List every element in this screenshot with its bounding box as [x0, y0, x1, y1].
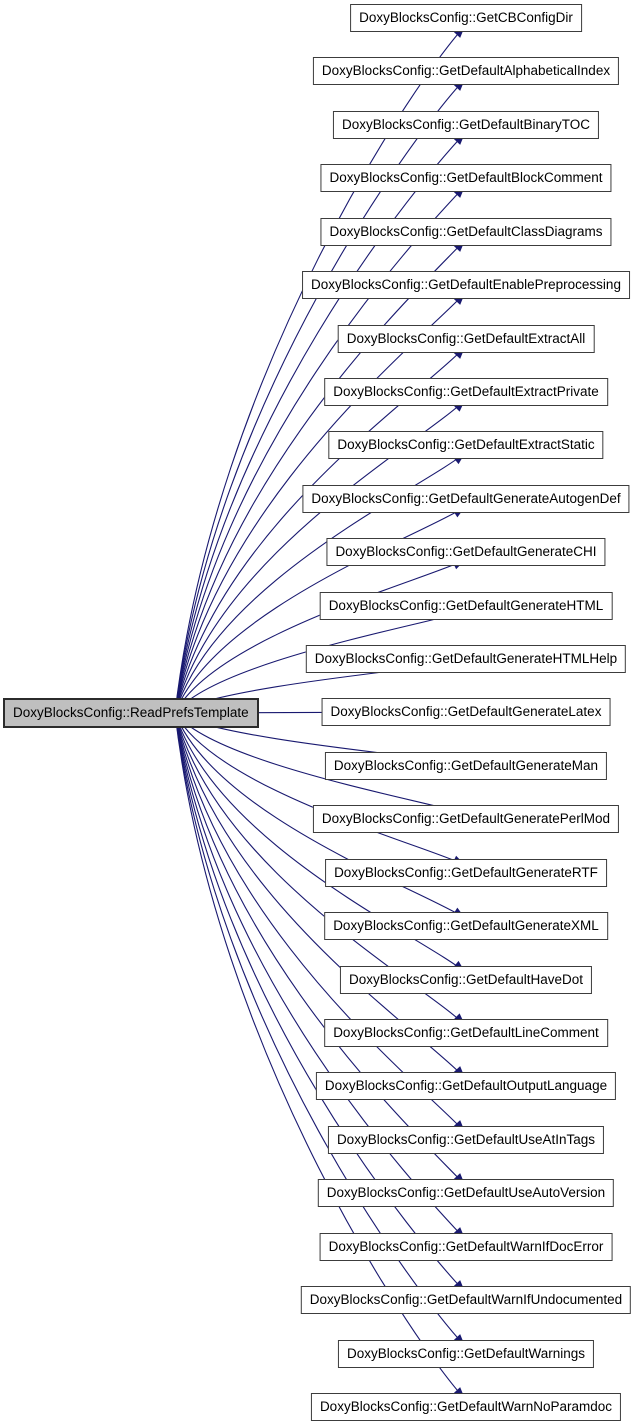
- callee-node[interactable]: DoxyBlocksConfig::GetDefaultGenerateMan: [324, 752, 608, 780]
- call-edge-curve: [174, 712, 466, 1026]
- call-edge-curve: [174, 346, 466, 714]
- callee-node[interactable]: DoxyBlocksConfig::GetDefaultExtractAll: [337, 325, 595, 353]
- callee-node[interactable]: DoxyBlocksConfig::GetDefaultHaveDot: [339, 966, 593, 994]
- call-edge-curve: [174, 239, 466, 714]
- call-edge-curve: [174, 399, 466, 714]
- callee-node[interactable]: DoxyBlocksConfig::GetDefaultGeneratePerl…: [312, 805, 620, 833]
- call-edge-curve: [174, 712, 466, 1240]
- call-edge-curve: [174, 712, 466, 973]
- callee-node[interactable]: DoxyBlocksConfig::GetDefaultWarnIfDocErr…: [319, 1233, 613, 1261]
- call-edge-curve: [174, 506, 466, 714]
- callee-node[interactable]: DoxyBlocksConfig::GetDefaultGenerateAuto…: [302, 485, 630, 513]
- callee-node[interactable]: DoxyBlocksConfig::GetDefaultGenerateHTML…: [305, 645, 627, 673]
- callee-node[interactable]: DoxyBlocksConfig::GetDefaultBlockComment: [320, 164, 612, 192]
- call-edge-curve: [174, 559, 466, 714]
- callee-node[interactable]: DoxyBlocksConfig::GetDefaultUseAtInTags: [327, 1126, 605, 1154]
- callee-node[interactable]: DoxyBlocksConfig::GetDefaultGenerateLate…: [321, 698, 611, 726]
- callee-node[interactable]: DoxyBlocksConfig::GetDefaultWarnNoParamd…: [310, 1393, 622, 1421]
- call-edge-curve: [174, 452, 466, 714]
- callee-node[interactable]: DoxyBlocksConfig::GetDefaultExtractStati…: [328, 431, 604, 459]
- callee-node[interactable]: DoxyBlocksConfig::GetDefaultAlphabetical…: [312, 57, 620, 85]
- callee-node[interactable]: DoxyBlocksConfig::GetDefaultGenerateRTF: [325, 859, 607, 887]
- call-edge-curve: [174, 185, 466, 714]
- callee-node[interactable]: DoxyBlocksConfig::GetDefaultLineComment: [324, 1019, 608, 1047]
- callee-node[interactable]: DoxyBlocksConfig::GetCBConfigDir: [350, 4, 582, 32]
- callee-node[interactable]: DoxyBlocksConfig::GetDefaultClassDiagram…: [320, 218, 612, 246]
- callee-node[interactable]: DoxyBlocksConfig::GetDefaultOutputLangua…: [315, 1072, 617, 1100]
- call-edge-curve: [174, 292, 466, 714]
- callee-node[interactable]: DoxyBlocksConfig::GetDefaultGenerateCHI: [326, 538, 606, 566]
- call-edge-curve: [174, 712, 466, 1079]
- callee-node[interactable]: DoxyBlocksConfig::GetDefaultEnablePrepro…: [302, 271, 630, 299]
- caller-node: DoxyBlocksConfig::ReadPrefsTemplate: [3, 698, 259, 728]
- call-edge-curve: [174, 712, 466, 1133]
- callee-node[interactable]: DoxyBlocksConfig::GetDefaultBinaryTOC: [332, 111, 600, 139]
- callee-node[interactable]: DoxyBlocksConfig::GetDefaultExtractPriva…: [324, 378, 608, 406]
- callee-node[interactable]: DoxyBlocksConfig::GetDefaultGenerateHTML: [319, 592, 613, 620]
- callee-node[interactable]: DoxyBlocksConfig::GetDefaultWarnIfUndocu…: [300, 1286, 632, 1314]
- callee-node[interactable]: DoxyBlocksConfig::GetDefaultUseAutoVersi…: [317, 1179, 615, 1207]
- call-edge-curve: [174, 712, 466, 1186]
- callee-node[interactable]: DoxyBlocksConfig::GetDefaultGenerateXML: [324, 912, 608, 940]
- callee-node[interactable]: DoxyBlocksConfig::GetDefaultWarnings: [337, 1340, 595, 1368]
- call-edge-curve: [174, 712, 466, 919]
